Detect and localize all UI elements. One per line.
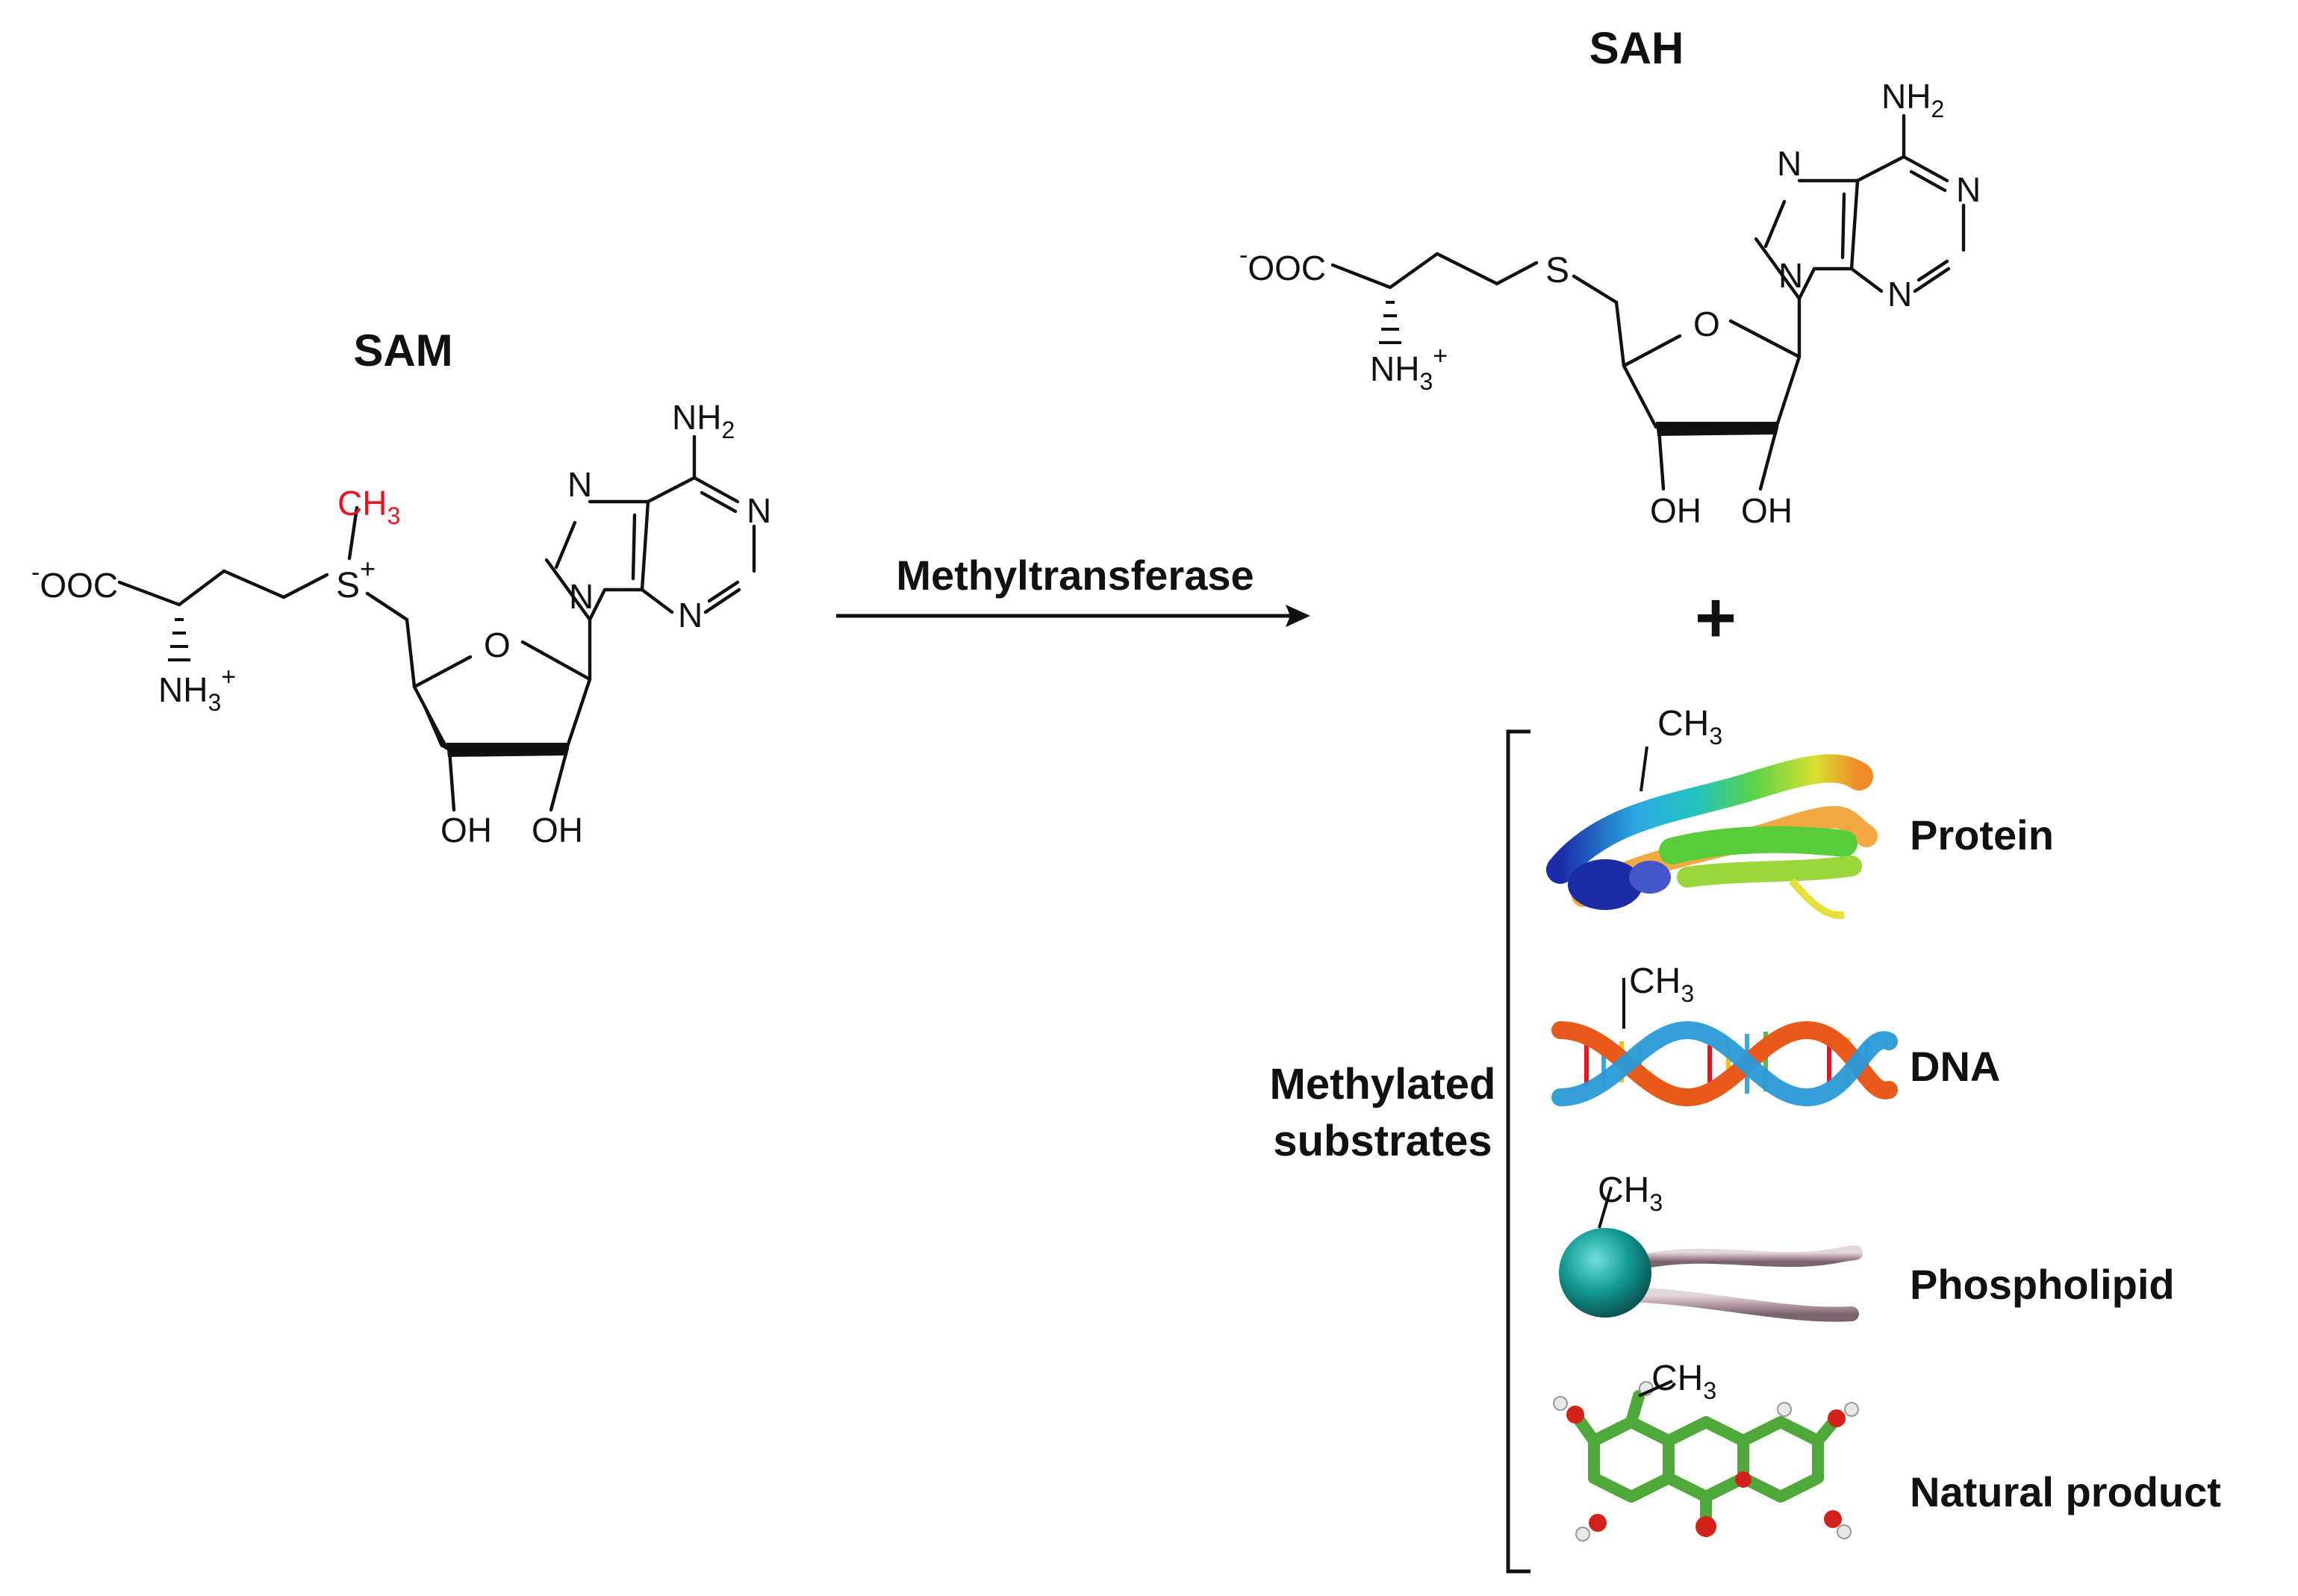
sam-carboxylate-label: -OOC [31,558,118,605]
sam-methyl-label: CH3 [337,484,400,529]
sam-n9: N [569,577,594,616]
sah-hydroxyl-2: OH [1650,491,1701,530]
protein-methyl-tag: CH3 [1657,704,1722,749]
sah-chain-bonds [1330,252,1626,368]
phospholipid-icon: CH3 [1559,1170,1863,1322]
sam-ribose-bonds [412,617,592,812]
sah-n1: N [1956,170,1981,209]
substrate-label-protein: Protein [1910,811,2054,858]
substrate-label-phospholipid: Phospholipid [1910,1261,2175,1308]
group-label-line2: substrates [1273,1117,1492,1165]
sam-n3: N [678,596,703,635]
sah-title: SAH [1589,23,1684,73]
substrate-label-dna: DNA [1910,1043,2000,1090]
natural-product-molecule-icon: CH3 [1553,1359,1859,1542]
group-label-line1: Methylated [1270,1060,1496,1109]
sah-hydroxyl-3: OH [1741,491,1793,530]
sah-amino: NH2 [1881,77,1944,122]
sam-chain-bonds [117,505,417,689]
sah-sulfur-label: S [1545,251,1569,290]
sah-n7: N [1777,144,1802,183]
sam-ammonium-label: NH3+ [158,663,236,716]
reaction-arrow: Methyltransferase [836,552,1310,627]
dna-methyl-tag: CH3 [1629,961,1694,1007]
natural-product-methyl-tag: CH3 [1651,1359,1716,1404]
sah-ammonium-label: NH3+ [1370,342,1448,395]
enzyme-label: Methyltransferase [896,552,1254,599]
sam-structure: SAM -OOC NH3+ S+ CH3 [31,325,771,850]
sah-adenine-bonds [1754,113,1966,301]
sah-ring-oxygen: O [1693,305,1720,343]
plus-sign: + [1695,578,1737,658]
sah-carboxylate-label: -OOC [1239,241,1326,287]
sam-n7: N [567,465,592,504]
sam-adenine-bonds [544,434,756,622]
sam-n1: N [747,491,771,530]
sah-n9: N [1778,256,1803,295]
sah-n3: N [1887,275,1912,314]
substrates-bracket [1506,729,1531,1574]
substrates-group: Methylated substrates CH3 Protein [1270,704,2221,1574]
sam-hydroxyl-2: OH [440,811,492,850]
sam-amino: NH2 [672,398,735,443]
sam-ring-oxygen: O [484,626,511,664]
sam-title: SAM [353,325,452,375]
dna-helix-icon: CH3 [1551,961,1898,1107]
sah-ribose-bonds [1622,296,1802,491]
sam-hydroxyl-3: OH [532,811,583,850]
substrate-label-natural-product: Natural product [1910,1468,2221,1515]
protein-ribbon-icon: CH3 [1546,704,1878,919]
sam-sulfonium-label: S+ [336,553,376,605]
sah-structure: SAH -OOC NH3+ S [1239,23,1981,530]
phospholipid-methyl-tag: CH3 [1598,1170,1663,1216]
